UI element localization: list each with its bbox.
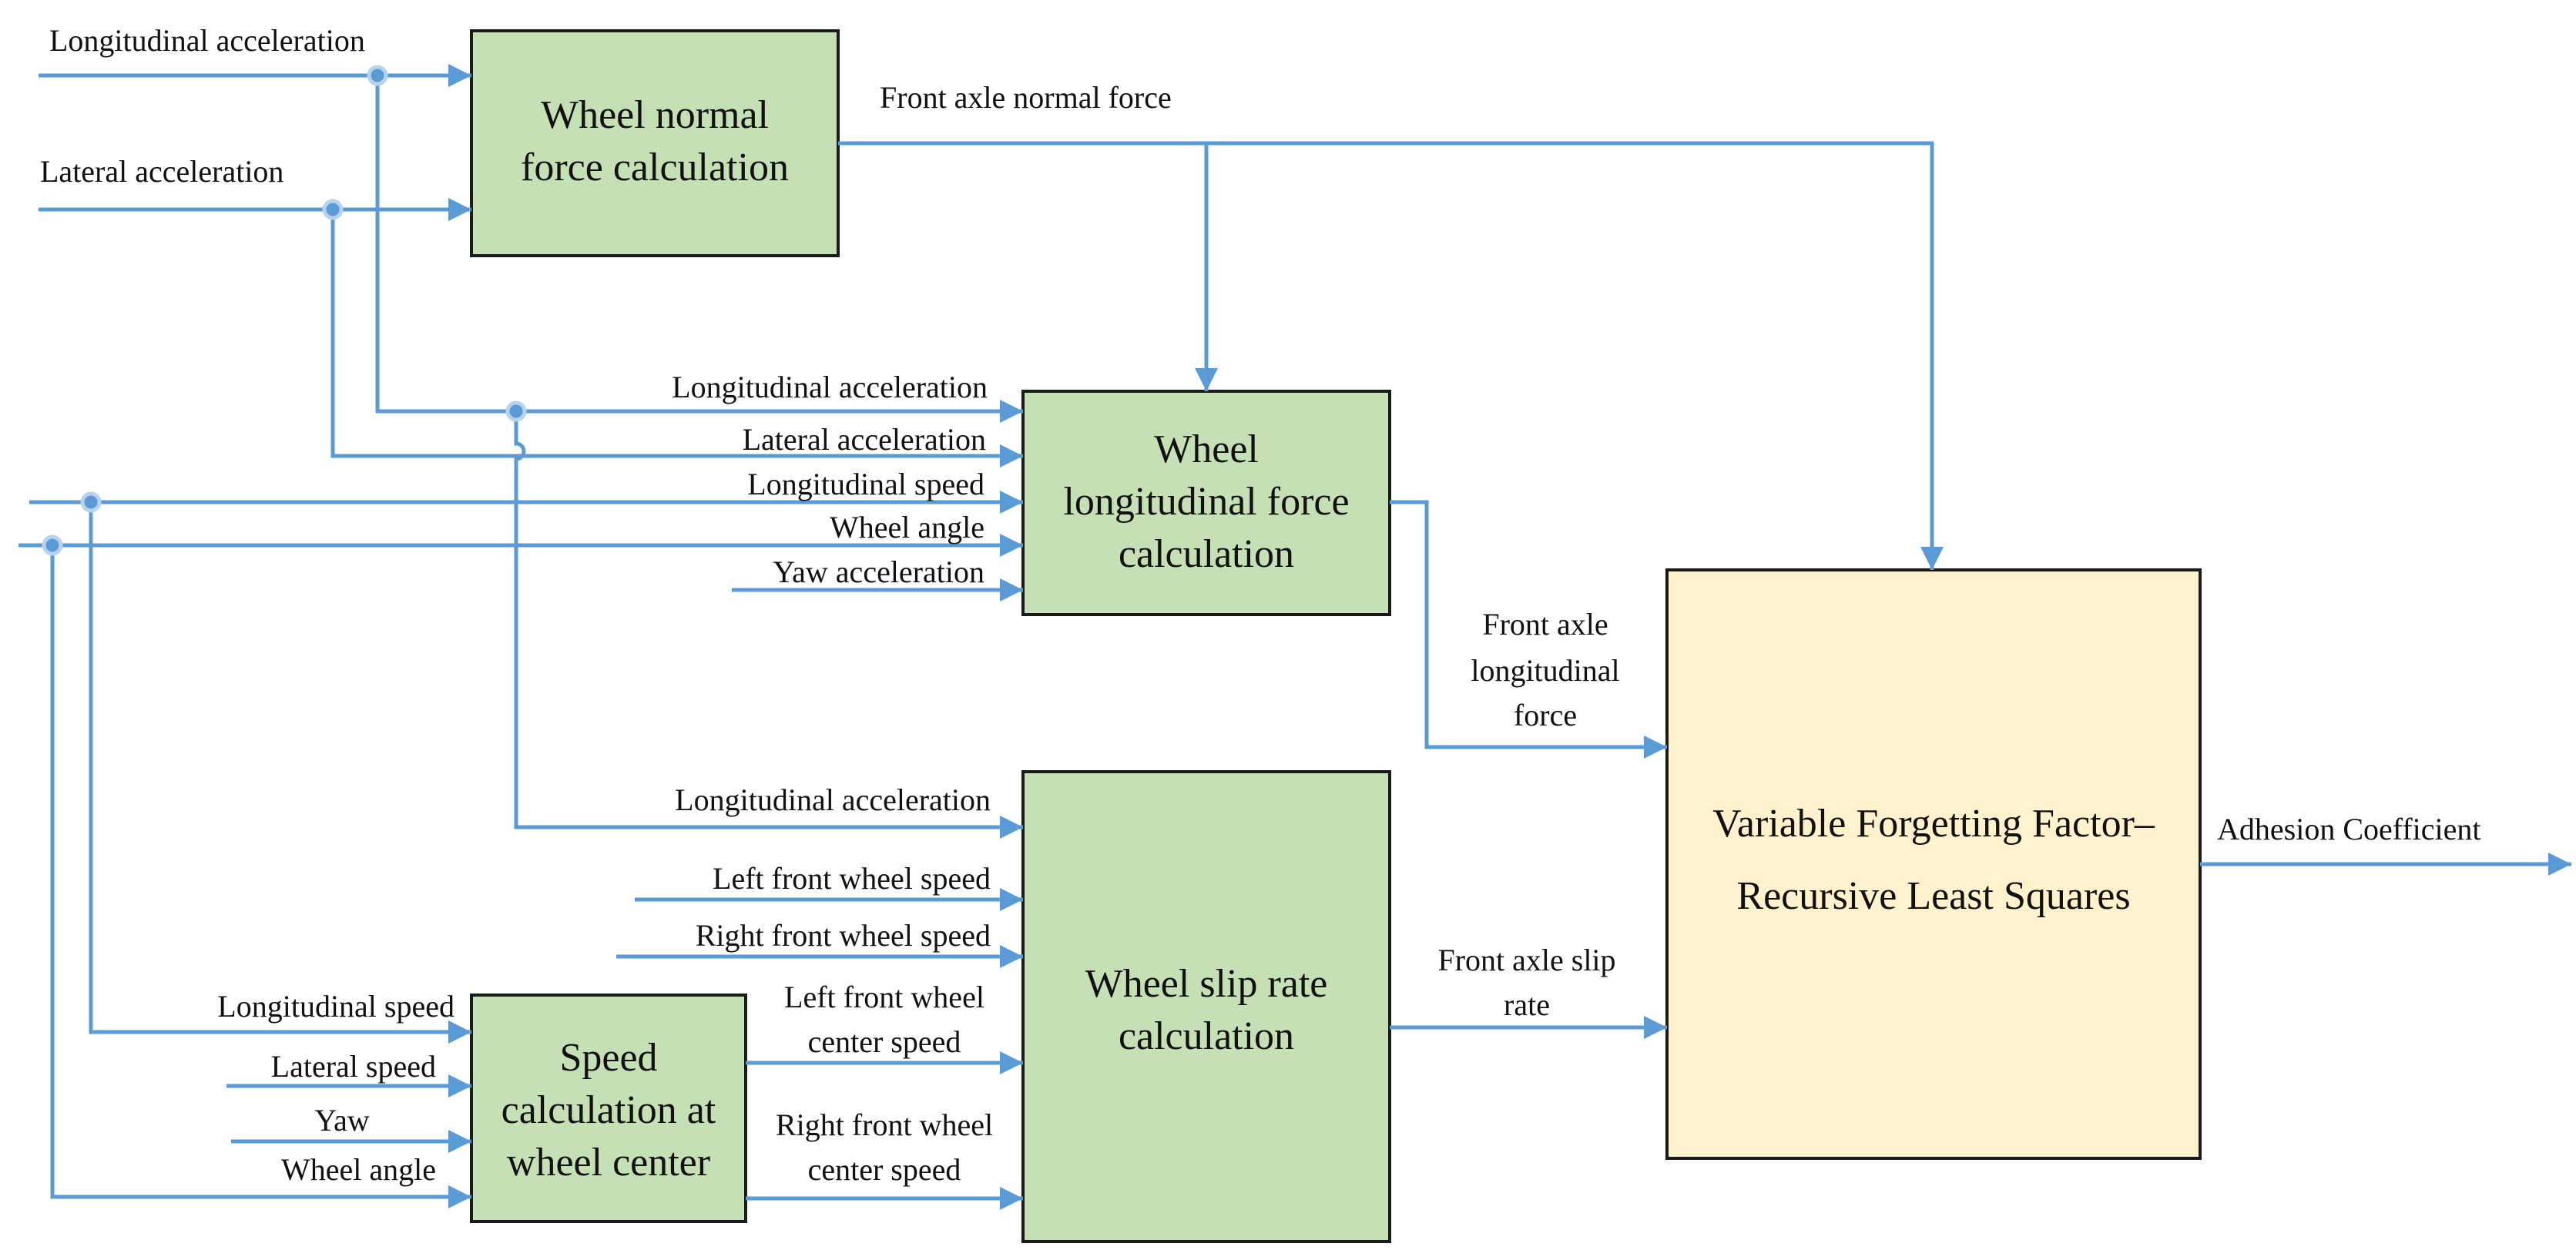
label-lf-long-speed: Longitudinal speed (747, 467, 984, 501)
wire-normal-force-out (838, 141, 1944, 570)
label-front-axle-long-force-1: Front axle (1482, 607, 1608, 642)
label-slip-long-acc: Longitudinal acceleration (675, 782, 991, 817)
label-lf-long-acc: Longitudinal acceleration (672, 370, 988, 404)
block-slip-rate-box (1021, 770, 1391, 1243)
label-front-axle-long-force-3: force (1514, 698, 1577, 732)
block-longitudinal-force: Wheel longitudinal force calculation (1021, 390, 1391, 616)
block-speed-center: Speed calculation at wheel center (470, 994, 747, 1223)
wires (18, 64, 2571, 1210)
label-top-long-acc: Longitudinal acceleration (49, 23, 365, 58)
wire-branch-lat-acc (330, 209, 1023, 467)
junction-dot (322, 199, 344, 220)
block-speed-center-line-2: calculation at (501, 1088, 716, 1132)
label-sc-yaw: Yaw (314, 1103, 370, 1138)
block-normal-force-line-2: force calculation (521, 146, 789, 189)
label-sc-wheel-angle: Wheel angle (281, 1152, 436, 1187)
labels: Longitudinal acceleration Lateral accele… (40, 23, 2481, 1187)
label-lf-yaw-acc: Yaw acceleration (773, 555, 984, 589)
junction-dot (367, 65, 388, 86)
junction-dot (505, 400, 527, 422)
label-right-center-speed-1: Right front wheel (776, 1108, 993, 1142)
block-normal-force-box (470, 29, 840, 257)
block-slip-rate-line-1: Wheel slip rate (1085, 962, 1328, 1006)
block-speed-center-line-3: wheel center (507, 1141, 710, 1185)
block-normal-force-line-1: Wheel normal (541, 93, 769, 137)
label-front-axle-long-force-2: longitudinal (1471, 653, 1619, 688)
label-slip-left-front-speed: Left front wheel speed (713, 861, 991, 896)
wire-branch-long-acc-slip (514, 411, 1023, 839)
label-adhesion-coefficient: Adhesion Coefficient (2217, 812, 2481, 846)
label-sc-long-speed: Longitudinal speed (217, 989, 454, 1024)
block-longitudinal-force-line-1: Wheel (1154, 427, 1259, 471)
label-sc-lat-speed: Lateral speed (271, 1049, 436, 1084)
block-longitudinal-force-line-3: calculation (1119, 532, 1294, 576)
label-lf-wheel-angle: Wheel angle (830, 510, 984, 545)
label-left-center-speed-1: Left front wheel (784, 980, 984, 1014)
wire-long-force-out (1390, 500, 1667, 759)
label-front-axle-normal-force: Front axle normal force (880, 80, 1172, 115)
block-vff-rls-line-1: Variable Forgetting Factor– (1712, 802, 2155, 846)
label-top-lat-acc: Lateral acceleration (40, 154, 283, 189)
label-slip-right-front-speed: Right front wheel speed (696, 918, 991, 953)
junction-dot (80, 491, 102, 513)
junctions (42, 65, 527, 556)
block-speed-center-box (470, 994, 747, 1223)
block-longitudinal-force-line-2: longitudinal force (1063, 480, 1349, 524)
block-slip-rate: Wheel slip rate calculation (1021, 770, 1391, 1243)
label-front-axle-slip-1: Front axle slip (1437, 943, 1615, 977)
block-longitudinal-force-box (1021, 390, 1391, 616)
label-lf-lat-acc: Lateral acceleration (743, 422, 986, 457)
block-slip-rate-line-2: calculation (1119, 1014, 1294, 1058)
wire-branch-long-acc (375, 75, 1023, 423)
label-front-axle-slip-2: rate (1504, 987, 1550, 1022)
block-vff-rls: Variable Forgetting Factor– Recursive Le… (1665, 568, 2202, 1160)
wire-branch-long-speed (89, 502, 471, 1044)
junction-dot (42, 534, 63, 556)
block-vff-rls-box (1665, 568, 2202, 1160)
block-speed-center-line-1: Speed (559, 1036, 657, 1080)
block-normal-force: Wheel normal force calculation (470, 29, 840, 257)
block-vff-rls-line-2: Recursive Least Squares (1736, 874, 2130, 918)
label-left-center-speed-2: center speed (808, 1024, 961, 1059)
label-right-center-speed-2: center speed (808, 1152, 961, 1187)
wire-branch-wheel-angle (50, 545, 471, 1208)
